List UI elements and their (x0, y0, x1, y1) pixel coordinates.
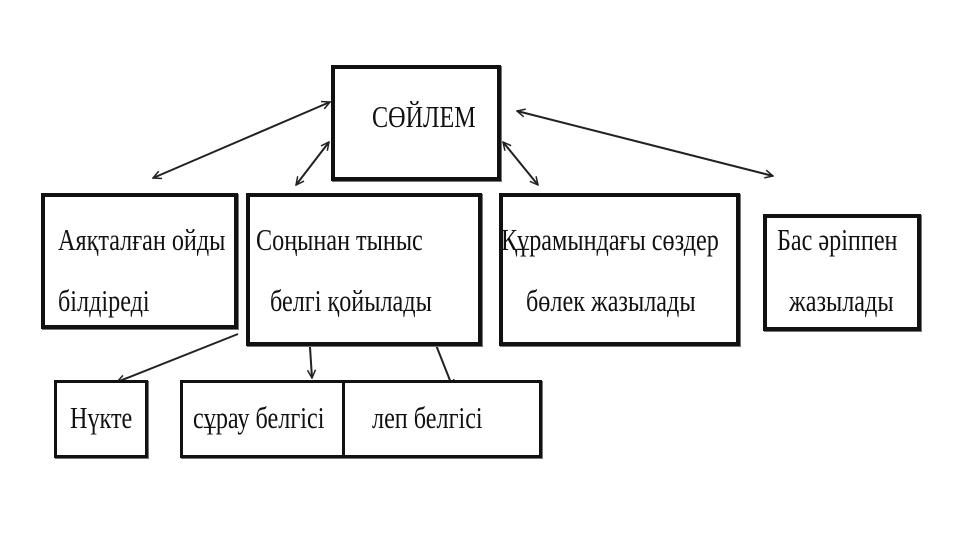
root-label: СӨЙЛЕМ (372, 99, 476, 134)
arrow-root-prop3 (503, 142, 538, 185)
property-1-line1: Аяқталған ойды (58, 222, 226, 257)
punct-node-nukte (54, 380, 148, 458)
property-1-line2: білдіреді (58, 283, 150, 318)
root-node (331, 65, 501, 181)
property-4-line1: Бас әріппен (777, 222, 898, 257)
property-3-line2: бөлек жазылады (526, 283, 696, 318)
property-node-3 (499, 193, 740, 346)
arrow-root-prop2 (296, 142, 329, 185)
arrow-root-prop4 (517, 111, 773, 176)
arrow-to-nukte (117, 333, 239, 382)
property-2-line2: белгі қойылады (270, 283, 432, 318)
punct-node-lep (342, 380, 542, 458)
punct-node-surau (180, 380, 345, 458)
property-4-line2: жазылады (789, 283, 894, 318)
property-node-2 (246, 193, 482, 346)
punct-label-lep: леп белгісі (372, 400, 483, 435)
property-3-line1: Құрамындағы сөздер (501, 222, 719, 257)
punct-label-surau: сұрау белгісі (193, 400, 325, 435)
arrow-root-prop1 (153, 102, 330, 178)
property-node-1 (41, 193, 238, 329)
punct-label-nukte: Нүкте (70, 400, 133, 435)
property-2-line1: Соңынан тыныс (256, 222, 423, 257)
property-node-4 (763, 214, 921, 331)
